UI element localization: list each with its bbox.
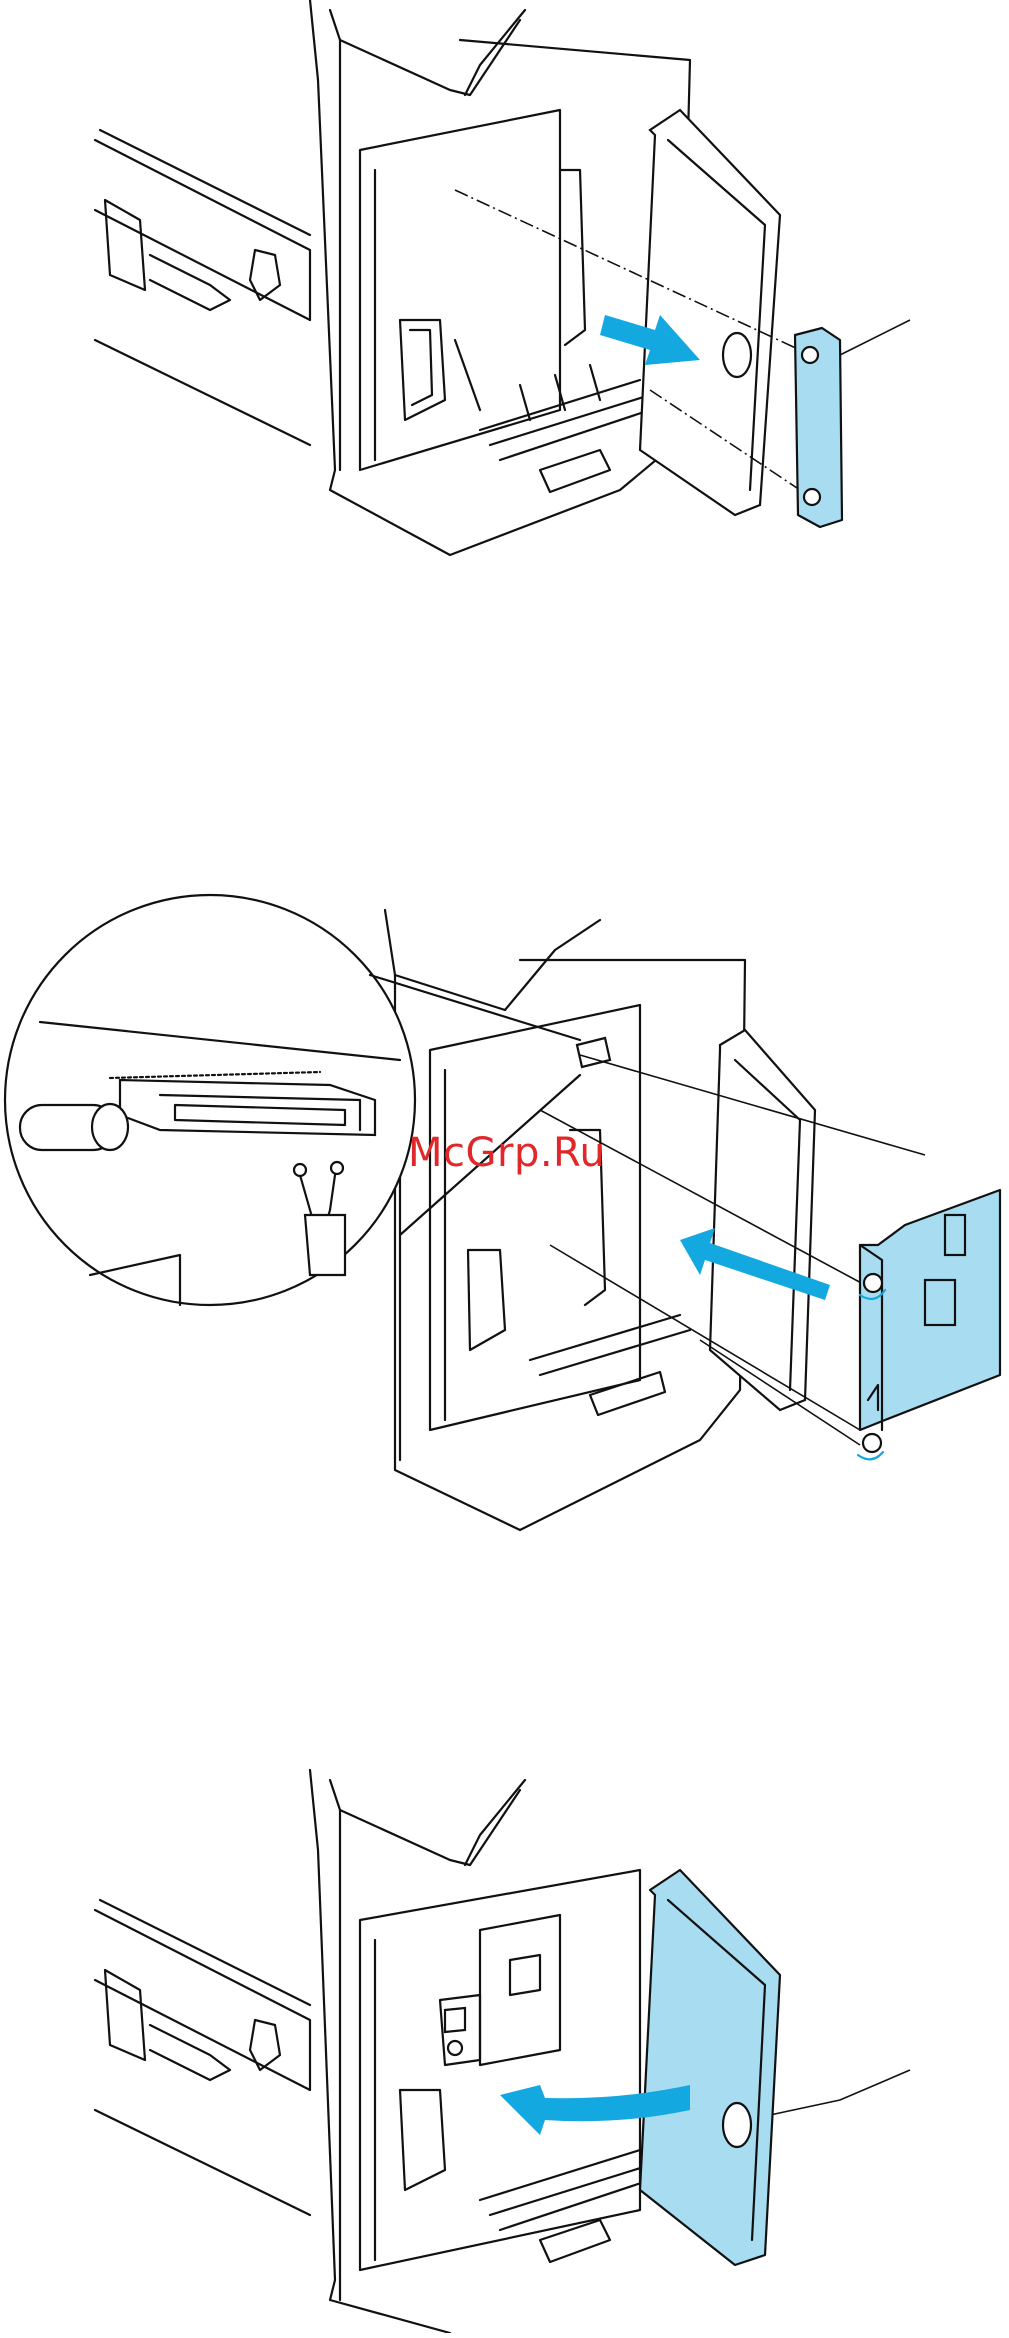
printer-body	[95, 1770, 910, 2333]
access-door	[640, 110, 780, 515]
access-door	[710, 1030, 815, 1410]
network-card	[858, 1190, 1000, 1459]
printer-body	[385, 910, 745, 1530]
step-1-remove-cover-plate	[95, 0, 910, 555]
cover-plate	[795, 328, 842, 527]
step-3-close-access-cover	[95, 1770, 910, 2333]
printer-body	[95, 0, 690, 555]
magnified-inset	[5, 895, 580, 1305]
watermark-text: McGrp.Ru	[408, 1130, 605, 1176]
access-door	[640, 1870, 780, 2265]
step-2-install-card	[5, 895, 1000, 1530]
